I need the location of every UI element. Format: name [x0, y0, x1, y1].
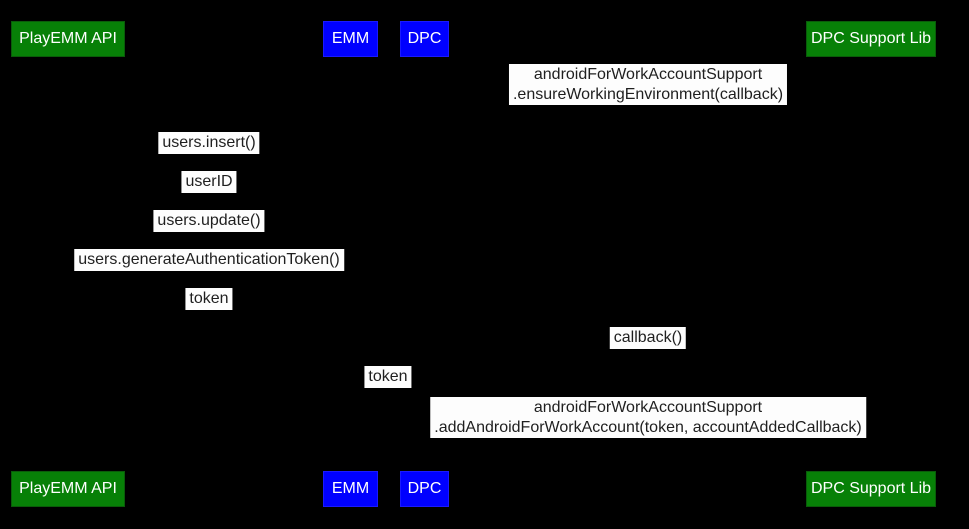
actor-dpc-bottom: DPC	[400, 471, 449, 507]
message-generate-authentication-token: users.generateAuthenticationToken()	[74, 249, 344, 271]
message-token-return: token	[185, 288, 233, 310]
actor-playemm-api-top: PlayEMM API	[11, 21, 125, 57]
message-token-to-dpc: token	[364, 366, 412, 388]
message-line: .ensureWorkingEnvironment(callback)	[512, 85, 784, 103]
actor-dpc-support-lib-top: DPC Support Lib	[806, 21, 936, 57]
actor-emm-top: EMM	[323, 21, 378, 57]
message-users-update: users.update()	[153, 210, 265, 232]
message-add-android-for-work-account: androidForWorkAccountSupport .addAndroid…	[430, 397, 866, 438]
actor-playemm-api-bottom: PlayEMM API	[11, 471, 125, 507]
message-userid: userID	[181, 171, 237, 193]
message-line: androidForWorkAccountSupport	[533, 399, 763, 416]
message-callback: callback()	[609, 327, 687, 349]
actor-emm-bottom: EMM	[323, 471, 378, 507]
actor-dpc-support-lib-bottom: DPC Support Lib	[806, 471, 936, 507]
message-line: .addAndroidForWorkAccount(token, account…	[434, 418, 862, 436]
message-users-insert: users.insert()	[158, 132, 260, 154]
actor-dpc-top: DPC	[400, 21, 449, 57]
message-ensure-working-environment: androidForWorkAccountSupport .ensureWork…	[508, 64, 788, 105]
message-line: androidForWorkAccountSupport	[533, 66, 763, 83]
